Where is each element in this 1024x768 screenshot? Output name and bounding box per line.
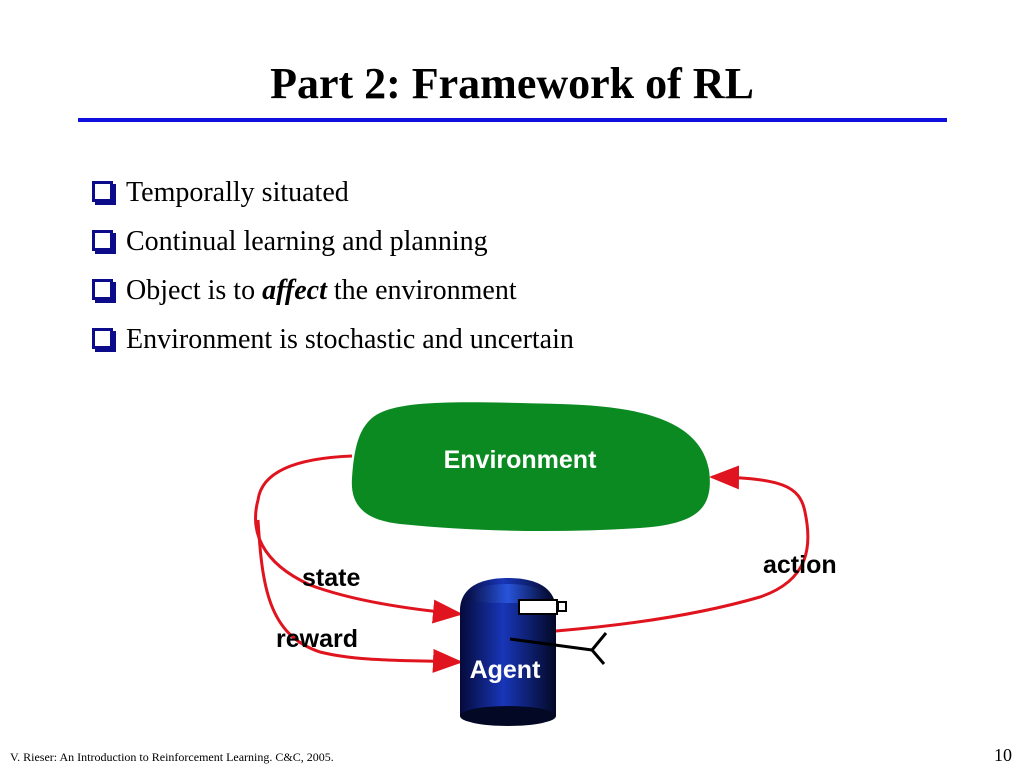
action-label: action bbox=[763, 551, 837, 579]
state-label: state bbox=[302, 564, 360, 592]
slide-title: Part 2: Framework of RL bbox=[270, 59, 754, 108]
reward-label: reward bbox=[276, 625, 358, 653]
footer-citation: V. Rieser: An Introduction to Reinforcem… bbox=[10, 750, 334, 764]
bullet-text: Object is to affect the environment bbox=[126, 274, 517, 306]
state-arrow bbox=[254, 454, 463, 624]
square-bullet-icon bbox=[92, 328, 113, 349]
bullet-item: Object is to affect the environment bbox=[92, 266, 574, 315]
reward-arrow bbox=[256, 519, 463, 673]
bullet-item: Continual learning and planning bbox=[92, 217, 574, 266]
title-underline bbox=[78, 118, 947, 122]
environment-label: Environment bbox=[444, 446, 597, 474]
emphasis-text: affect bbox=[262, 274, 327, 306]
bullet-list: Temporally situated Continual learning a… bbox=[92, 168, 574, 364]
page-number: 10 bbox=[994, 745, 1012, 765]
square-bullet-icon bbox=[92, 279, 113, 300]
environment-blob bbox=[351, 402, 710, 532]
bullet-text: Temporally situated bbox=[126, 176, 349, 208]
square-bullet-icon bbox=[92, 181, 113, 202]
square-bullet-icon bbox=[92, 230, 113, 251]
agent-figure bbox=[460, 578, 608, 726]
action-arrow bbox=[555, 465, 810, 633]
bullet-item: Temporally situated bbox=[92, 168, 574, 217]
bullet-item: Environment is stochastic and uncertain bbox=[92, 315, 574, 364]
bullet-text: Continual learning and planning bbox=[126, 225, 488, 257]
bullet-text: Environment is stochastic and uncertain bbox=[126, 323, 574, 355]
agent-label: Agent bbox=[470, 656, 542, 684]
